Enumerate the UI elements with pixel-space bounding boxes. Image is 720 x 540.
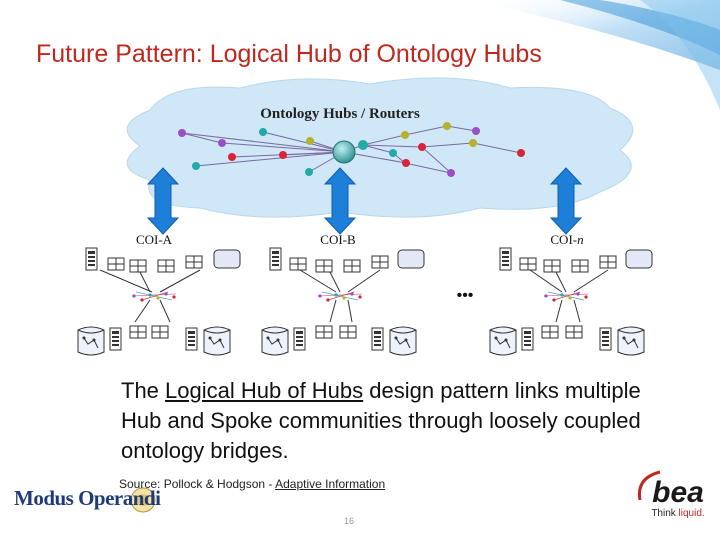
coi-a-label: COI-A <box>136 232 173 247</box>
coi-n-label: COI-n <box>550 232 583 247</box>
ellipsis: ••• <box>457 287 474 304</box>
modus-operandi-logo: Modus Operandi <box>14 486 161 510</box>
bea-logo-mark <box>637 470 661 501</box>
community-b <box>261 247 425 356</box>
ontology-network-nodes <box>178 122 525 177</box>
network-node <box>178 129 186 137</box>
coi-b-label: COI-B <box>320 232 356 247</box>
network-node <box>279 151 287 159</box>
network-node <box>469 139 477 147</box>
bea-wordmark: bea <box>652 476 704 509</box>
community-n <box>489 247 653 356</box>
hub-node <box>332 140 356 164</box>
logical-hub-link[interactable]: Logical Hub of Hubs <box>165 378 364 403</box>
source-link[interactable]: Adaptive Information <box>275 477 386 491</box>
page-number: 16 <box>344 516 355 526</box>
community-a <box>77 247 241 356</box>
source-citation: Source: Pollock & Hodgson - Adaptive Inf… <box>119 477 386 491</box>
network-node <box>218 139 226 147</box>
network-node <box>517 149 525 157</box>
network-node <box>305 168 313 176</box>
network-node <box>306 137 314 145</box>
ontology-cloud <box>126 77 634 218</box>
network-node <box>402 159 410 167</box>
network-node <box>443 122 451 130</box>
network-node <box>389 149 397 157</box>
network-node <box>259 128 267 136</box>
network-node <box>228 153 236 161</box>
bea-tagline: Think liquid. <box>651 508 705 519</box>
network-node <box>401 131 409 139</box>
network-node <box>447 169 455 177</box>
bridge-arrow-a <box>146 167 180 235</box>
network-node <box>192 162 200 170</box>
bridge-arrow-b <box>323 167 357 235</box>
bridge-arrows <box>146 167 583 235</box>
network-node <box>472 127 480 135</box>
network-node <box>418 143 426 151</box>
corner-swoosh <box>470 0 720 110</box>
description: The Logical Hub of Hubs design pattern l… <box>121 378 641 463</box>
cloud-label: Ontology Hubs / Routers <box>260 106 420 122</box>
network-node <box>358 140 368 150</box>
slide-title: Future Pattern: Logical Hub of Ontology … <box>36 40 542 68</box>
bridge-arrow-n <box>549 167 583 235</box>
modus-operandi-emblem <box>130 487 156 513</box>
bea-logo: bea Think liquid. <box>648 476 708 520</box>
